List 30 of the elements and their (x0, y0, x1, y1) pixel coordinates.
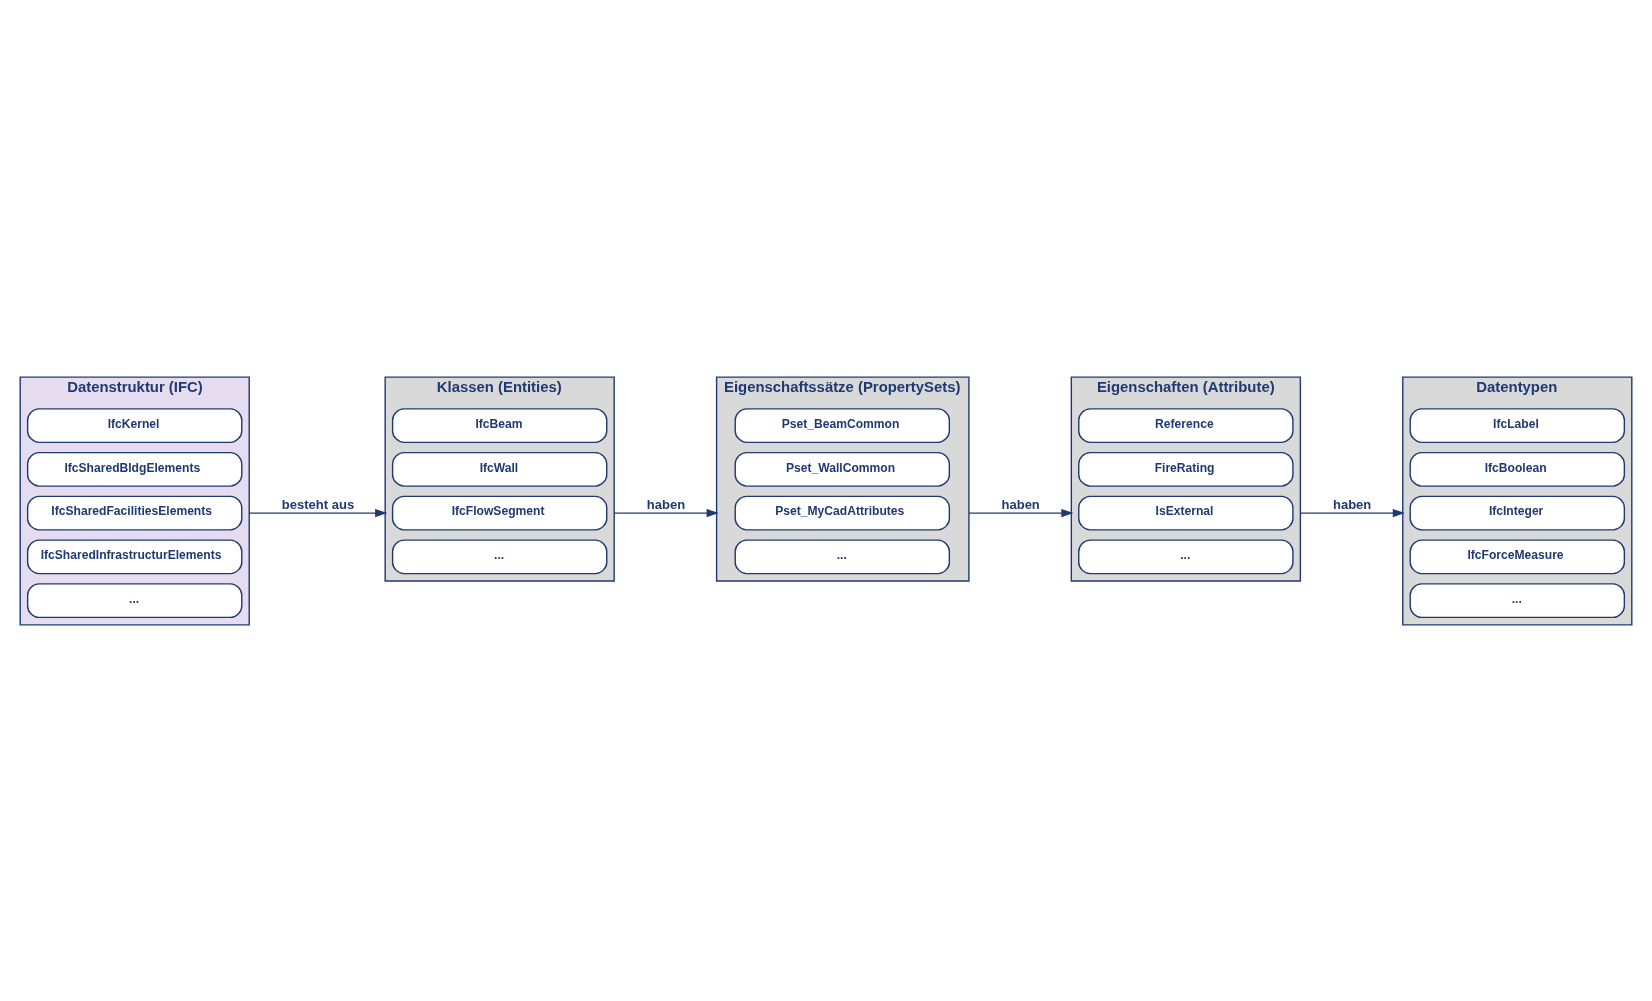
node-box: IfcForceMeasure (1409, 538, 1626, 574)
node-box: IsExternal (1078, 495, 1294, 531)
node-box: Pset_BeamCommon (734, 407, 951, 443)
edge-label: haben (1332, 496, 1372, 512)
edge-label: haben (646, 496, 686, 512)
node-box: Pset_WallCommon (734, 451, 951, 487)
arrow (613, 508, 719, 517)
node-box: FireRating (1078, 451, 1294, 487)
node-box: ... (391, 538, 608, 574)
node-box: IfcSharedBldgElements (26, 451, 243, 487)
node-box: IfcSharedInfrastructurElements (26, 538, 243, 574)
node-box: ... (1409, 582, 1626, 618)
node-box: ... (1078, 538, 1294, 574)
node-box: Pset_MyCadAttributes (734, 495, 951, 531)
node-box: IfcBoolean (1409, 451, 1626, 487)
node-box: IfcInteger (1409, 495, 1626, 531)
node-box: IfcBeam (391, 407, 608, 443)
edge-label: haben (1001, 496, 1040, 512)
node-box: IfcWall (391, 451, 608, 487)
node-box: IfcSharedFacilitiesElements (26, 495, 243, 531)
arrow (1299, 508, 1405, 517)
node-box: Reference (1078, 407, 1294, 443)
arrow (248, 508, 388, 517)
node-box: ... (26, 582, 243, 618)
node-box: IfcLabel (1409, 407, 1626, 443)
node-box: IfcFlowSegment (391, 495, 608, 531)
node-box: IfcKernel (26, 407, 243, 443)
node-box: ... (734, 538, 951, 574)
arrow (968, 508, 1074, 517)
edge-label: besteht aus (281, 496, 355, 512)
